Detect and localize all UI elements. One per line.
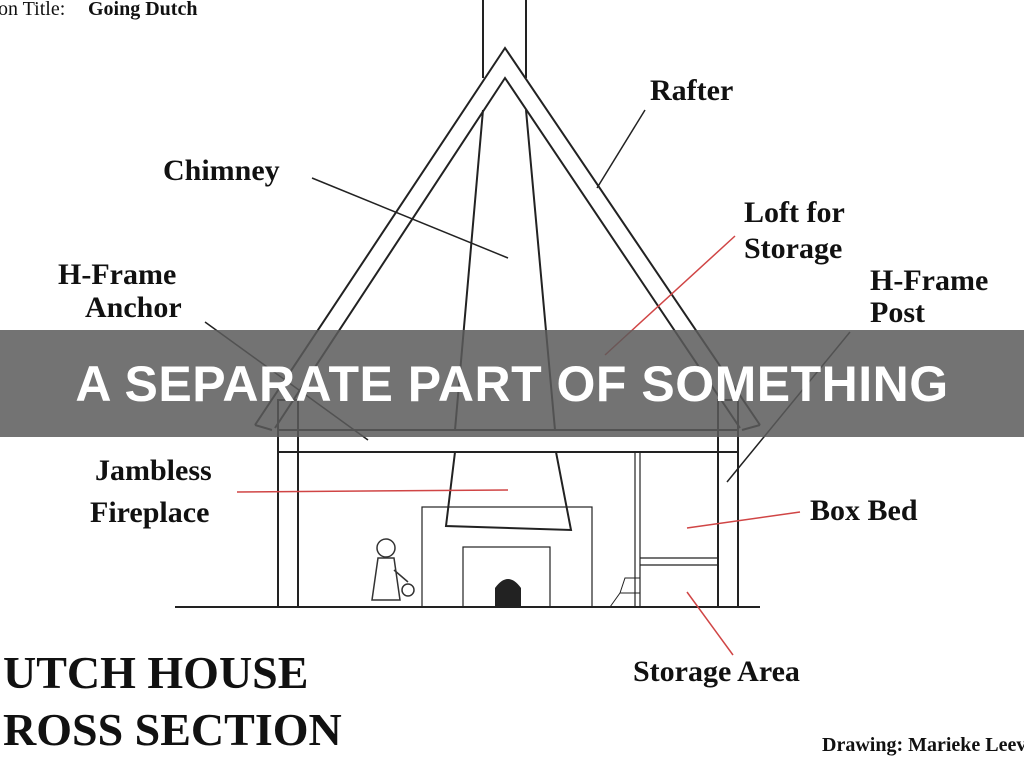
fireplace-opening <box>495 579 521 607</box>
label-storage-area: Storage Area <box>633 655 800 688</box>
woman-figure-icon <box>371 538 415 601</box>
label-loft-line1: Loft for <box>744 196 845 229</box>
roof-outer <box>254 46 761 426</box>
label-chimney: Chimney <box>163 154 280 187</box>
label-hframe-anchor-line1: H-Frame <box>58 258 176 291</box>
label-box-bed: Box Bed <box>810 494 918 527</box>
header-prefix: on Title: <box>0 0 65 20</box>
header-title: Going Dutch <box>88 0 197 20</box>
label-hframe-anchor-line2: Anchor <box>85 291 182 324</box>
chimney-stack <box>482 0 527 78</box>
fireplace-hood <box>444 451 573 532</box>
caption-text: A SEPARATE PART OF SOMETHING <box>75 355 949 412</box>
label-rafter: Rafter <box>650 74 733 107</box>
roof-inner <box>274 76 741 429</box>
label-loft-line2: Storage <box>744 232 842 265</box>
label-hframe-post-line1: H-Frame <box>870 264 988 297</box>
label-hframe-post-line2: Post <box>870 296 925 329</box>
caption-band: A SEPARATE PART OF SOMETHING <box>0 330 1024 437</box>
label-fireplace-line1: Jambless <box>95 454 212 487</box>
diagram-title-line1: UTCH HOUSE <box>3 647 308 698</box>
label-fireplace-line2: Fireplace <box>90 496 209 529</box>
diagram-title-line2: ROSS SECTION <box>3 704 342 755</box>
drawing-credit: Drawing: Marieke Leev <box>822 734 1024 756</box>
